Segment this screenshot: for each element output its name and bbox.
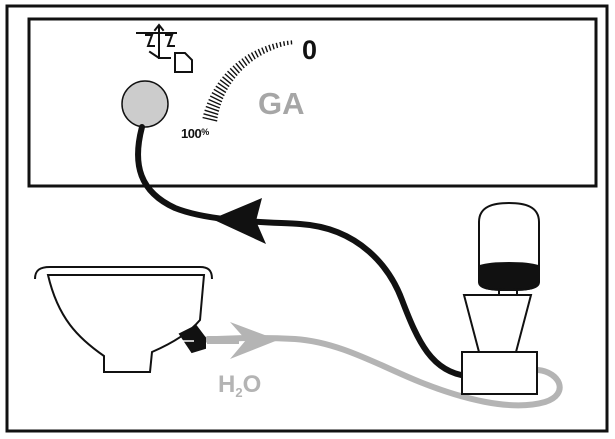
gauge-tick [275,42,279,49]
pump-tank-fill [479,262,539,292]
gauge-tick [224,73,234,82]
gauge-tick [261,47,266,54]
water-label-o: O [243,371,262,398]
water-label-h: H [218,371,235,398]
water-inlet-arrow-icon [230,322,278,359]
gauge-tick [208,98,222,106]
gauge-tick [247,54,253,62]
gauge-percent-suffix: % [201,127,209,137]
gauge-tick [202,116,218,122]
gauge-tick [203,113,218,119]
gauge-tick [268,44,272,51]
pump-funnel [462,294,533,353]
gauge-max-label: 0 [302,35,317,65]
gauge-tick [264,45,269,53]
gauge-tick [250,52,256,60]
gauge-tick [222,76,232,85]
gauge-tick [283,41,286,47]
gauge-tick [279,41,282,48]
gauge-percent-value: 100 [181,126,201,141]
hydraulic-line [135,124,470,379]
gauge-tick [286,40,289,46]
water-label: H2O [218,371,261,400]
gauge-tick [209,95,223,103]
outer-frame [5,4,609,433]
gauge-tick [213,88,225,97]
gauge-tick [219,79,230,88]
gauge-tick [211,91,224,100]
gauge-tick [204,109,219,116]
gauge-tick [235,62,243,71]
gauge-tick [206,102,221,109]
pump-unit [461,201,540,395]
gauge-percent-label: 100% [181,126,209,141]
hopper-lid [34,266,213,280]
flow-arrow-icon [212,198,266,244]
hopper-body [46,274,206,373]
gauge-tick [227,70,236,79]
spray-control-icon [136,23,193,73]
water-label-subscript: 2 [235,385,242,400]
gauge-tick [257,48,262,56]
hopper-valve[interactable] [178,324,206,354]
gauge-tick [271,43,275,50]
gauge-tick [244,56,251,64]
gauge-tick [205,105,220,112]
gauge-knob[interactable] [121,80,169,128]
gauge-tick [217,82,228,91]
gauge-scale [202,40,293,122]
water-inlet-arrow-shaft [207,336,239,344]
gauge-tick [238,60,245,69]
gauge-tick [215,85,227,94]
gauge-tick [241,58,248,67]
gauge-tick [229,67,238,77]
gauge-tick [232,65,240,74]
gauge-tick [254,50,259,58]
gauge-unit-label: GA [258,86,305,121]
pump-base [461,351,538,395]
hopper [34,266,213,373]
